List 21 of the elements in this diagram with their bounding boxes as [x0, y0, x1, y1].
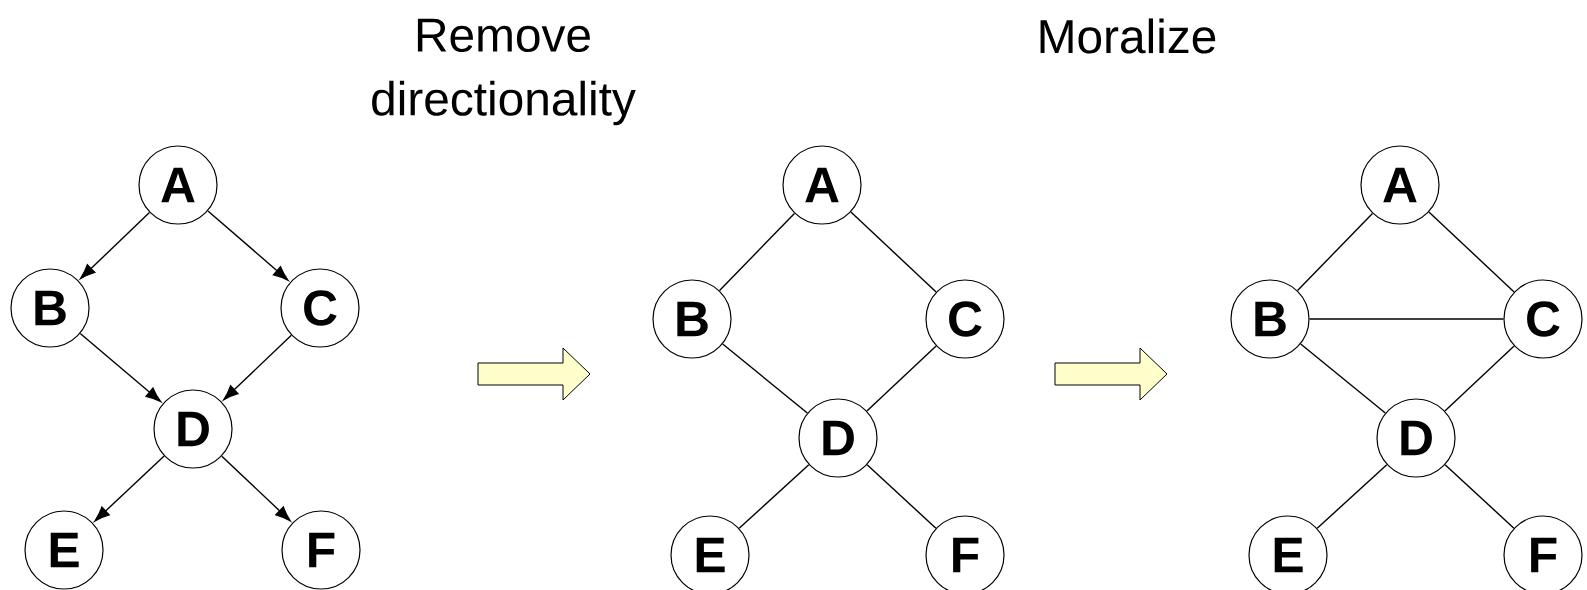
- edge-line: [1444, 464, 1515, 529]
- edge-line: [866, 464, 937, 529]
- edge-line: [1296, 212, 1374, 292]
- edge-line: [1308, 318, 1505, 320]
- step-title: Moralize: [1040, 18, 1216, 54]
- edge-line: [738, 464, 810, 529]
- arrow: [94, 455, 165, 522]
- arrow: [223, 334, 293, 401]
- arrow: [79, 332, 162, 403]
- arrow: [207, 210, 289, 281]
- edge-line: [722, 343, 808, 414]
- edge-line: [1300, 343, 1386, 414]
- edge-line: [866, 345, 937, 412]
- edge-line: [718, 212, 796, 292]
- edge-line: [850, 211, 937, 293]
- edge-line: [1428, 211, 1515, 293]
- step-title: Remove directionality: [372, 18, 636, 126]
- edge-line: [1444, 345, 1515, 412]
- edge-line: [1316, 464, 1388, 529]
- arrow: [221, 455, 291, 522]
- arrow: [80, 211, 151, 280]
